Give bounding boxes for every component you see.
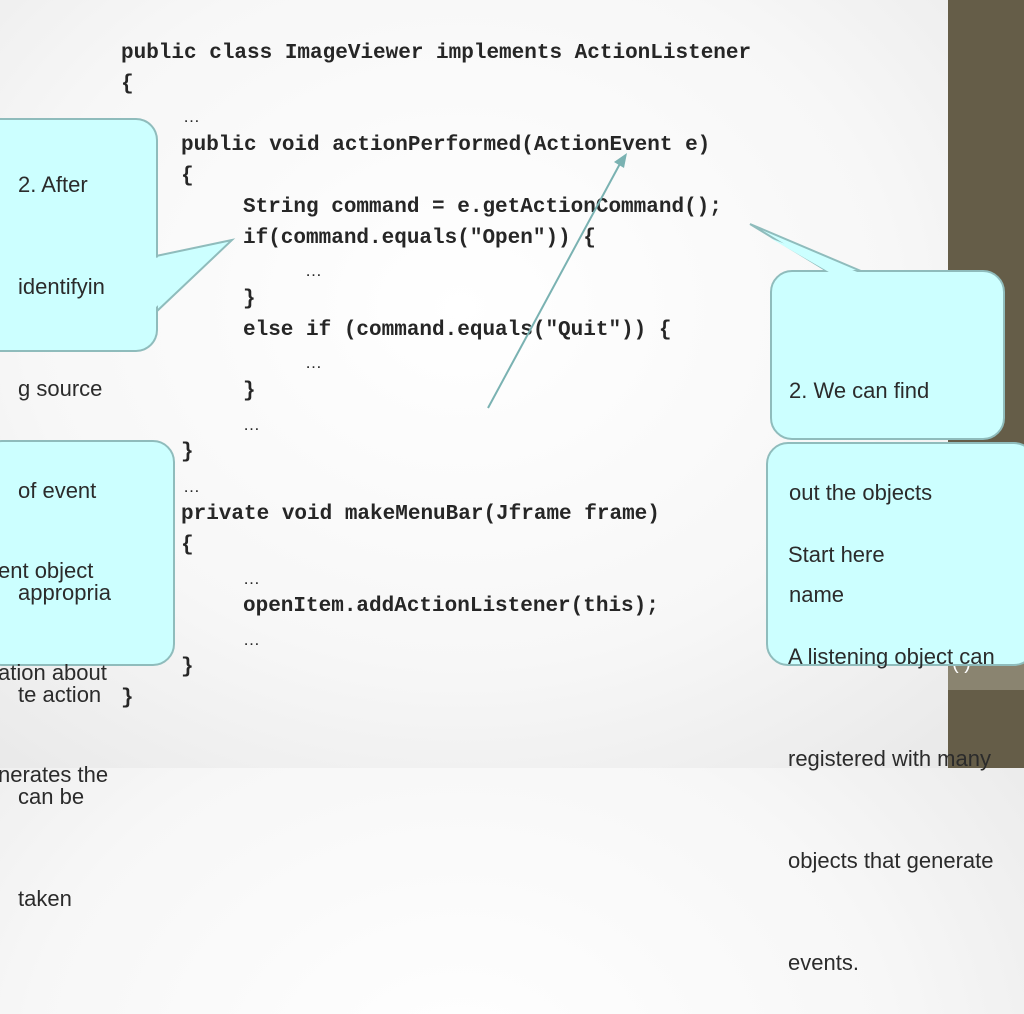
code-line: … xyxy=(243,569,260,588)
code-line: String command = e.getActionCommand(); xyxy=(243,196,722,219)
code-line: … xyxy=(243,630,260,649)
pointer-arrow xyxy=(487,159,623,409)
code-line: if(command.equals("Open")) { xyxy=(243,227,596,250)
code-line: } xyxy=(243,288,256,311)
tail-seams xyxy=(155,238,865,308)
code-line: openItem.addActionListener(this); xyxy=(243,595,659,618)
code-line: … xyxy=(183,107,200,126)
left-top-callout xyxy=(0,118,158,352)
code-listing: public class ImageViewer implements Acti… xyxy=(121,42,752,710)
code-line: { xyxy=(181,165,194,188)
code-line: … xyxy=(243,415,260,434)
code-line: … xyxy=(305,353,322,372)
code-line: private void makeMenuBar(Jframe frame) xyxy=(181,503,660,526)
left-bottom-callout xyxy=(0,440,175,666)
code-line: public void actionPerformed(ActionEvent … xyxy=(181,134,711,157)
right-bottom-callout-text: Start here A listening object can regist… xyxy=(788,542,995,975)
code-line: … xyxy=(305,261,322,280)
right-top-callout-text: 2. We can find out the objects name xyxy=(789,378,933,607)
code-line: { xyxy=(181,534,194,557)
code-line: } xyxy=(181,441,194,464)
code-line: } xyxy=(181,656,194,679)
code-line: } xyxy=(121,687,134,710)
code-line: } xyxy=(243,380,256,403)
right-top-callout xyxy=(770,270,1005,440)
code-line: { xyxy=(121,73,134,96)
pointer-arrow-head xyxy=(614,153,627,168)
code-line: else if (command.equals("Quit")) { xyxy=(243,319,672,342)
code-line: … xyxy=(183,477,200,496)
left-bottom-callout-text: ent object ation about nerates the xyxy=(0,558,109,787)
right-bottom-callout xyxy=(766,442,1024,666)
code-line: public class ImageViewer implements Acti… xyxy=(121,42,752,65)
